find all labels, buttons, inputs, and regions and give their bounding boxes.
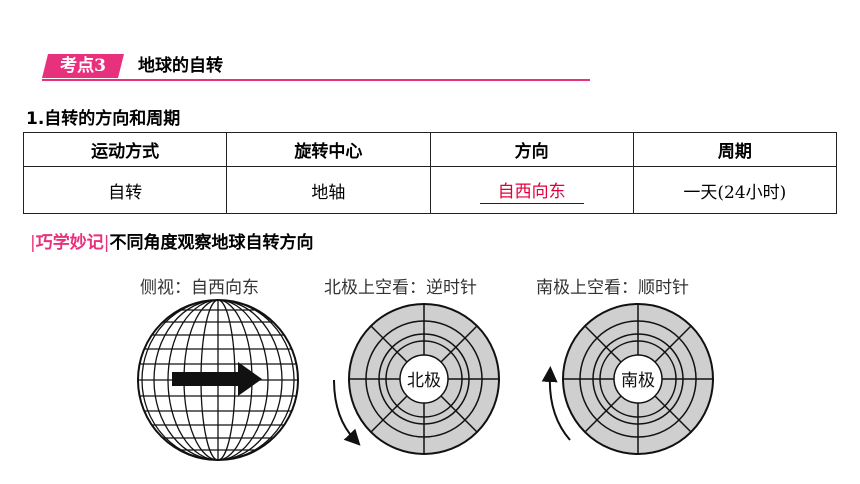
tip-bar-right: | [103,233,110,253]
table-header-row: 运动方式 旋转中心 方向 周期 [22,132,838,167]
period-value: 一天(24小时) [683,182,787,203]
north-view-label: 北极上空看：逆时针 [324,278,477,298]
cell-direction: 自西向东 [429,166,634,214]
south-view-label: 南极上空看：顺时针 [536,278,689,298]
cell-motion: 自转 [22,166,228,214]
cell-period: 一天(24小时) [632,166,838,214]
header-direction: 方向 [429,132,634,167]
clockwise-arrow-icon [541,366,571,441]
answer-direction: 自西向东 [479,177,584,204]
section-header: 考点3 地球的自转 [42,52,590,82]
tip-bar-left: | [30,233,36,253]
south-pole-disk [562,303,714,455]
side-view-label: 侧视：自西向东 [140,278,259,298]
eastward-arrow-icon [172,362,262,396]
tip-tag: 巧学妙记 [35,233,104,253]
tip-text: 不同角度观察地球自转方向 [109,233,314,253]
south-pole-label: 南极 [621,371,655,391]
section-tag: 考点3 [42,54,124,78]
section-divider [42,79,590,81]
globe-side-view [137,299,299,461]
sub-heading: 1.自转的方向和周期 [26,109,181,129]
section-title: 地球的自转 [138,56,223,76]
rotation-table: 运动方式 旋转中心 方向 周期 自转 地轴 自西向东 一天(24小时) [22,132,838,214]
north-pole-disk [348,303,500,455]
header-period: 周期 [632,132,838,167]
table-row: 自转 地轴 自西向东 一天(24小时) [22,166,838,214]
counterclockwise-arrow-icon [333,379,361,446]
header-center: 旋转中心 [226,132,431,167]
memory-tip: |巧学妙记|不同角度观察地球自转方向 [30,228,313,253]
header-motion: 运动方式 [22,132,228,167]
north-pole-label: 北极 [407,371,441,391]
